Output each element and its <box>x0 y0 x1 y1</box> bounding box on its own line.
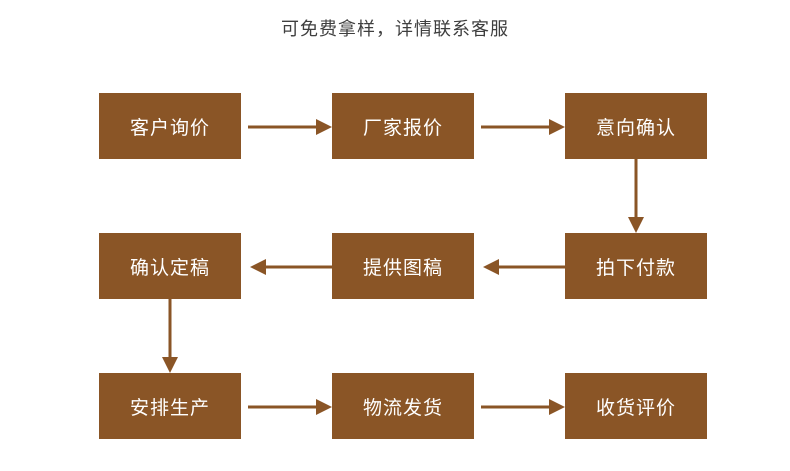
flow-node-label: 厂家报价 <box>362 117 443 139</box>
arrow-down-n4-n7 <box>159 299 181 375</box>
arrow-right-n7-n8 <box>248 396 334 418</box>
arrow-down-n3-n6 <box>625 159 647 235</box>
flow-node-logistics-shipping[interactable]: 物流发货 <box>332 373 474 439</box>
flow-node-arrange-production[interactable]: 安排生产 <box>99 373 241 439</box>
arrow-right-n2-n3 <box>481 116 567 138</box>
flow-node-label: 安排生产 <box>129 397 210 419</box>
flow-node-label: 客户询价 <box>129 117 210 139</box>
flow-node-place-order-payment[interactable]: 拍下付款 <box>565 233 707 299</box>
flow-node-label: 收货评价 <box>595 397 676 419</box>
flow-node-receive-and-review[interactable]: 收货评价 <box>565 373 707 439</box>
arrow-left-n5-n4 <box>248 256 334 278</box>
arrow-left-n6-n5 <box>481 256 567 278</box>
flow-node-label: 确认定稿 <box>129 257 210 279</box>
page-title: 可免费拿样，详情联系客服 <box>281 19 509 39</box>
arrow-right-n1-n2 <box>248 116 334 138</box>
flow-node-intent-confirm[interactable]: 意向确认 <box>565 93 707 159</box>
flow-node-confirm-final-draft[interactable]: 确认定稿 <box>99 233 241 299</box>
flow-node-label: 提供图稿 <box>362 257 443 279</box>
flow-node-label: 拍下付款 <box>595 257 676 279</box>
flow-node-provide-draft[interactable]: 提供图稿 <box>332 233 474 299</box>
flow-node-label: 意向确认 <box>595 117 676 139</box>
flow-node-factory-quote[interactable]: 厂家报价 <box>332 93 474 159</box>
arrow-right-n8-n9 <box>481 396 567 418</box>
flow-node-label: 物流发货 <box>362 397 443 419</box>
flow-node-customer-inquiry[interactable]: 客户询价 <box>99 93 241 159</box>
